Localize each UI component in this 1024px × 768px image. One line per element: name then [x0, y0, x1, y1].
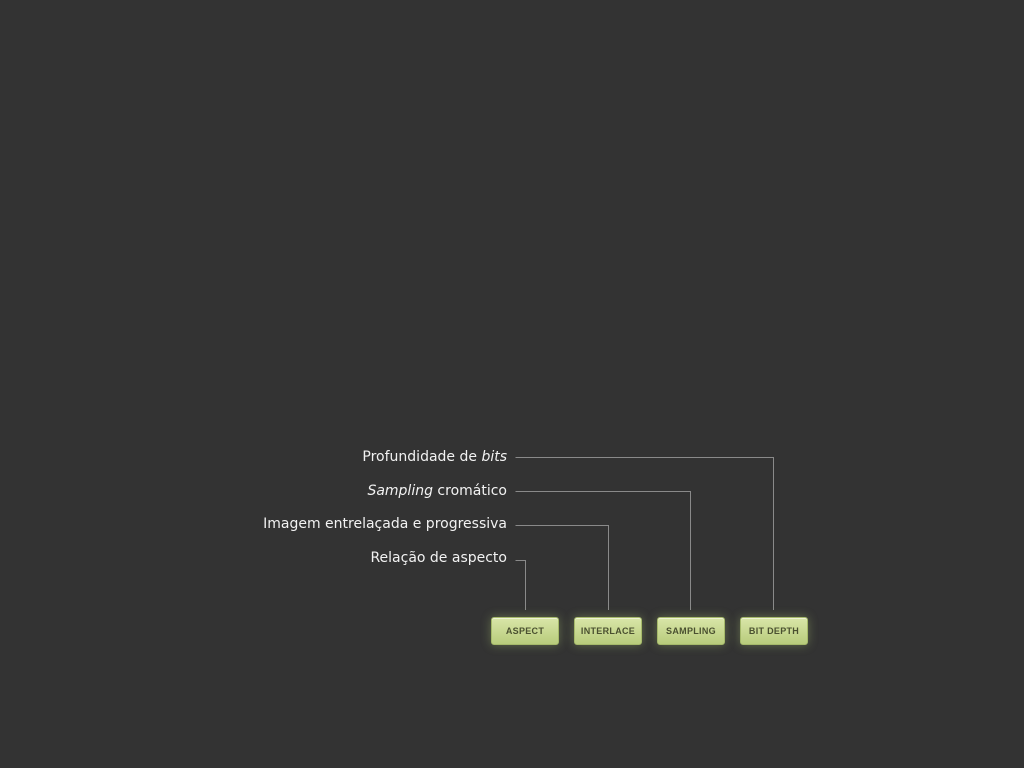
connector-bit-depth: [515, 457, 774, 610]
label-sampling-suffix: cromático: [432, 483, 507, 499]
interlace-button[interactable]: INTERLACE: [574, 617, 642, 645]
bit-depth-button-label: BIT DEPTH: [748, 626, 800, 636]
connector-interlace: [515, 525, 609, 610]
label-bit-depth-prefix: Profundidade de: [362, 449, 482, 465]
label-aspect-ratio: Relação de aspecto: [370, 550, 507, 566]
aspect-button-label: ASPECT: [505, 626, 545, 636]
sampling-button-label: SAMPLING: [666, 626, 716, 636]
label-bit-depth: Profundidade de bits: [362, 448, 507, 466]
connector-aspect: [515, 560, 526, 610]
label-chroma-sampling: Sampling cromático: [367, 482, 507, 500]
interlace-button-label: INTERLACE: [580, 626, 636, 636]
aspect-button[interactable]: ASPECT: [491, 617, 559, 645]
connector-sampling: [515, 491, 691, 610]
label-sampling-italic: Sampling: [367, 483, 433, 499]
label-bit-depth-italic: bits: [481, 449, 507, 465]
bit-depth-button[interactable]: BIT DEPTH: [740, 617, 808, 645]
sampling-button[interactable]: SAMPLING: [657, 617, 725, 645]
label-interlace: Imagem entrelaçada e progressiva: [263, 516, 507, 532]
